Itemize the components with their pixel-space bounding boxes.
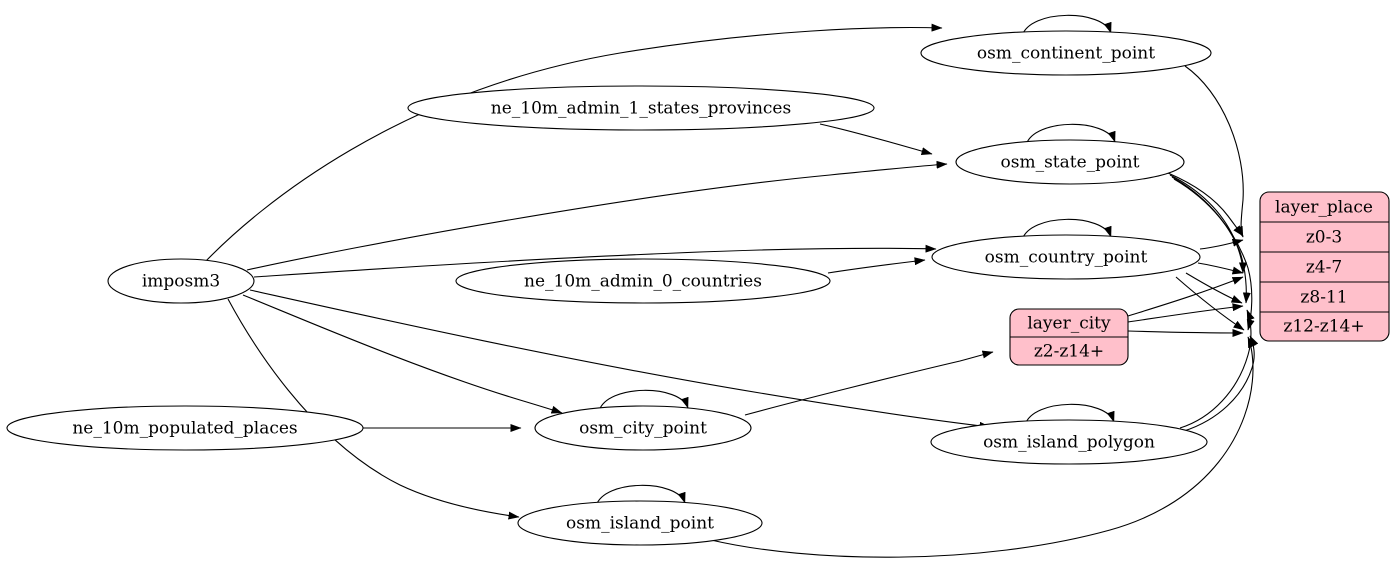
edge-self-osm-city-point [598,389,689,412]
edge-self-osm-continent-point [1021,14,1112,37]
edge-osm-state-point-to-layer-place-z8-11 [1171,176,1251,304]
edge-layer-city-to-layer-place-z12-z14 [1127,328,1244,337]
edge-osm-state-point-to-layer-place-z0-3 [1167,172,1244,237]
node-imposm3[interactable]: imposm3 [107,258,255,304]
node-osm-country-point-label: osm_country_point [985,248,1148,268]
node-layer: imposm3 ne_10m_admin_1_states_provinces … [6,30,1212,546]
edge-imposm3-to-osm-island-polygon [249,289,991,430]
edge-imposm3-to-osm-country-point [253,244,937,278]
record-layer-city-row-z2-z14[interactable]: z2-z14+ [1034,342,1104,362]
node-ne-10m-admin-1-states-provinces[interactable]: ne_10m_admin_1_states_provinces [407,85,875,131]
node-osm-state-point-label: osm_state_point [1001,153,1140,173]
node-osm-city-point-label: osm_city_point [579,419,707,439]
record-layer-place[interactable]: layer_place z0-3 z4-7 z8-11 z12-z14+ [1259,191,1390,342]
node-ne-countries-shape[interactable] [455,258,831,304]
record-layer-city[interactable]: layer_city z2-z14+ [1009,308,1129,366]
node-osm-state-point-shape[interactable] [955,139,1185,185]
edge-self-osm-country-point [1021,218,1112,241]
record-layer: layer_city z2-z14+ layer_place z0-3 z4-7… [1009,191,1390,366]
edge-osm-country-point-to-layer-place-z0-3 [1199,238,1244,250]
record-layer-place-row-z8-11[interactable]: z8-11 [1300,288,1347,308]
node-osm-island-point[interactable]: osm_island_point [517,500,763,546]
node-osm-island-polygon-shape[interactable] [930,419,1208,465]
edge-osm-island-point-to-layer-place-z12-z14 [710,336,1256,558]
edge-osm-city-point-to-layer-city-z2-z14 [744,350,994,416]
record-layer-place-row-z12-z14[interactable]: z12-z14+ [1283,317,1364,337]
record-layer-place-row-z0-3[interactable]: z0-3 [1306,228,1342,248]
node-ne-places-label: ne_10m_populated_places [72,419,297,439]
node-ne-10m-admin-0-countries[interactable]: ne_10m_admin_0_countries [455,258,831,304]
edge-self-osm-island-polygon [1024,403,1115,426]
edge-layer [204,14,1259,558]
edge-self-osm-island-point [595,484,686,507]
edge-osm-country-point-to-layer-place-z4-7 [1197,262,1244,275]
node-osm-island-point-shape[interactable] [517,500,763,546]
edge-osm-country-point-to-layer-place-z8-11 [1185,272,1243,304]
record-layer-place-header: layer_place [1275,198,1373,218]
edge-layer-city-to-layer-place-z8-11 [1127,303,1244,323]
node-ne-states-shape[interactable] [407,85,875,131]
node-imposm3-label: imposm3 [142,272,220,292]
edge-osm-country-point-to-layer-place-z12-z14 [1175,276,1245,331]
node-osm-city-point[interactable]: osm_city_point [534,405,752,451]
node-osm-country-point-shape[interactable] [931,234,1201,280]
edge-osm-island-polygon-to-layer-place-z8-11 [1179,309,1255,429]
node-osm-island-polygon[interactable]: osm_island_polygon [930,419,1208,465]
edge-imposm3-to-osm-state-point [246,160,948,271]
node-ne-countries-label: ne_10m_admin_0_countries [524,272,762,292]
node-osm-state-point[interactable]: osm_state_point [955,139,1185,185]
node-ne-10m-populated-places[interactable]: ne_10m_populated_places [6,405,364,451]
record-layer-city-header: layer_city [1027,314,1111,334]
node-osm-country-point[interactable]: osm_country_point [931,234,1201,280]
edge-ne-states-to-osm-state-point [819,123,933,156]
record-layer-place-row-z4-7[interactable]: z4-7 [1306,258,1342,278]
node-osm-continent-point-shape[interactable] [920,30,1212,76]
edge-imposm3-to-osm-continent-point [204,23,943,263]
node-osm-continent-point[interactable]: osm_continent_point [920,30,1212,76]
node-osm-island-polygon-label: osm_island_polygon [983,433,1155,453]
node-ne-states-label: ne_10m_admin_1_states_provinces [491,99,791,119]
node-osm-city-point-shape[interactable] [534,405,752,451]
record-layer-place-box[interactable] [1259,191,1390,342]
edge-imposm3-to-osm-island-point [227,298,520,520]
node-imposm3-shape[interactable] [107,258,255,304]
node-ne-places-shape[interactable] [6,405,364,451]
edge-imposm3-to-osm-city-point [242,294,563,414]
edge-self-osm-state-point [1025,123,1116,146]
node-osm-island-point-label: osm_island_point [566,514,714,534]
edge-layer-city-to-layer-place-z4-7 [1127,276,1244,317]
node-osm-continent-point-label: osm_continent_point [977,44,1155,64]
edge-ne-countries-to-osm-country-point [827,257,926,274]
